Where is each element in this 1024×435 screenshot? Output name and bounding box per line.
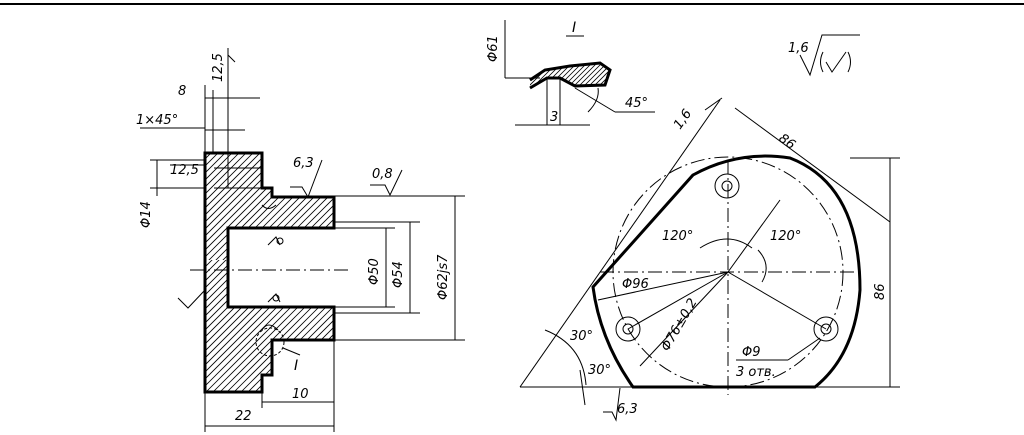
dim-12-5-side: 12,5 bbox=[170, 163, 199, 178]
detail-view: I Φ61 3 45° bbox=[486, 20, 655, 126]
hole-right bbox=[813, 316, 839, 342]
roughness-6-3: 6,3 bbox=[293, 156, 314, 171]
dim-phi62: Φ62js7 bbox=[436, 254, 451, 300]
section-view: 12,5 8 1×45° 12,5 Φ14 6,3 0,8 Φ50 Φ54 Φ6… bbox=[136, 48, 465, 432]
dim-22: 22 bbox=[235, 409, 252, 424]
dim-phi96: Φ96 bbox=[622, 277, 649, 292]
dim-chamfer: 1×45° bbox=[136, 113, 178, 128]
detail-title: I bbox=[572, 20, 576, 36]
hole-left bbox=[615, 316, 641, 342]
dim-phi76: Φ76±0,2 bbox=[658, 296, 700, 354]
dim-phi61: Φ61 bbox=[486, 35, 501, 62]
dim-phi50: Φ50 bbox=[367, 258, 382, 285]
dim-86-diagonal: 86 bbox=[776, 131, 798, 153]
dim-10: 10 bbox=[292, 387, 309, 402]
dim-phi54: Φ54 bbox=[391, 261, 406, 288]
dim-3: 3 bbox=[550, 110, 558, 125]
dim-phi14: Φ14 bbox=[139, 201, 154, 228]
angle-30-a: 30° bbox=[570, 329, 593, 344]
hole-diameter: Φ9 bbox=[742, 345, 761, 360]
flange-outline bbox=[591, 154, 862, 389]
dim-45deg: 45° bbox=[625, 96, 648, 111]
angle-120-right: 120° bbox=[770, 229, 801, 244]
angle-30-b: 30° bbox=[588, 363, 611, 378]
part-outline bbox=[203, 151, 336, 394]
angle-120-left: 120° bbox=[662, 229, 693, 244]
roughness-0-8: 0,8 bbox=[372, 167, 393, 182]
detail-ref-label: I bbox=[294, 358, 298, 374]
hole-count: 3 отв. bbox=[736, 365, 776, 380]
roughness-6-3-bottom: 6,3 bbox=[617, 402, 638, 417]
dim-12-5-top: 12,5 bbox=[211, 53, 226, 82]
plan-view: 1,6 1,6 86 86 120° 120° Φ96 Φ76±0,2 30° … bbox=[519, 34, 900, 422]
roughness-general: 1,6 bbox=[788, 41, 809, 56]
dim-86-vertical: 86 bbox=[873, 283, 888, 300]
hole-top bbox=[714, 173, 740, 199]
roughness-1-6: 1,6 bbox=[671, 107, 695, 133]
dim-8: 8 bbox=[178, 84, 186, 99]
